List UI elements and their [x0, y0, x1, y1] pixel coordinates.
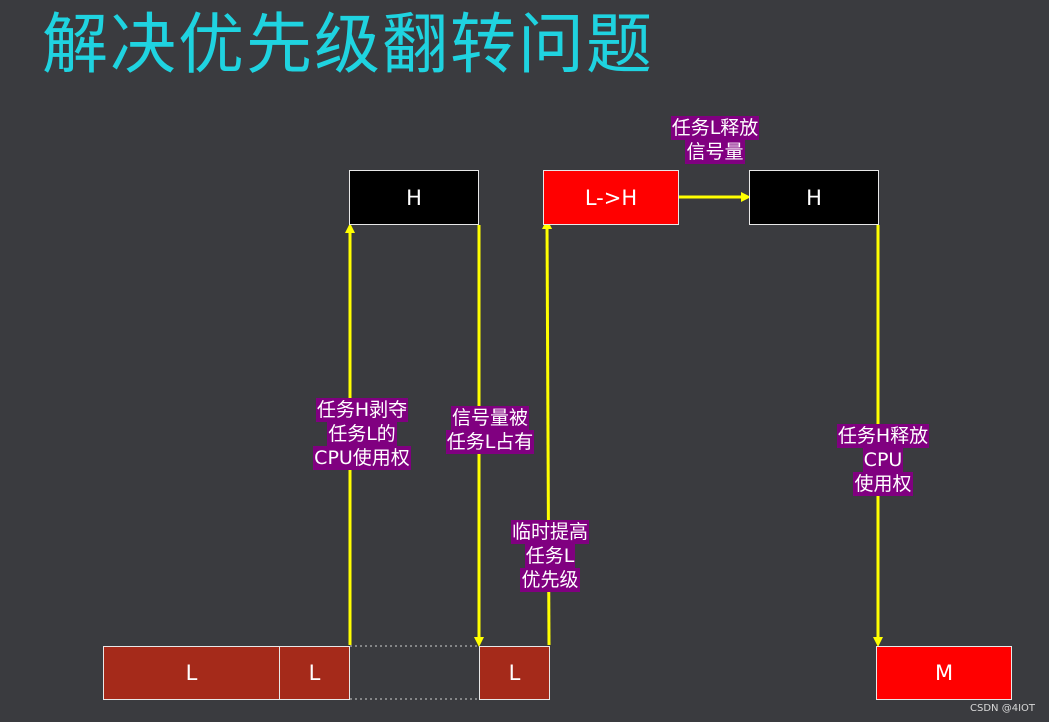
label-preempt: 任务H剥夺 任务L的 CPU使用权 — [313, 398, 411, 470]
task-l-to-h-box: L->H — [543, 170, 679, 225]
task-h-box-2: H — [749, 170, 879, 225]
task-l-box-1: L — [103, 646, 280, 700]
task-h-box-1: H — [349, 170, 479, 225]
label-release-cpu: 任务H释放 CPU 使用权 — [836, 424, 930, 496]
page-title: 解决优先级翻转问题 — [42, 6, 654, 83]
task-l-box-3: L — [479, 646, 550, 700]
label-release-semaphore: 任务L释放 信号量 — [670, 116, 760, 164]
watermark: CSDN @4IOT — [970, 703, 1035, 714]
task-l-box-2: L — [279, 646, 350, 700]
label-boost-priority: 临时提高 任务L 优先级 — [510, 520, 589, 592]
label-semaphore-held: 信号量被 任务L占有 — [445, 406, 535, 454]
task-m-box: M — [876, 646, 1012, 700]
